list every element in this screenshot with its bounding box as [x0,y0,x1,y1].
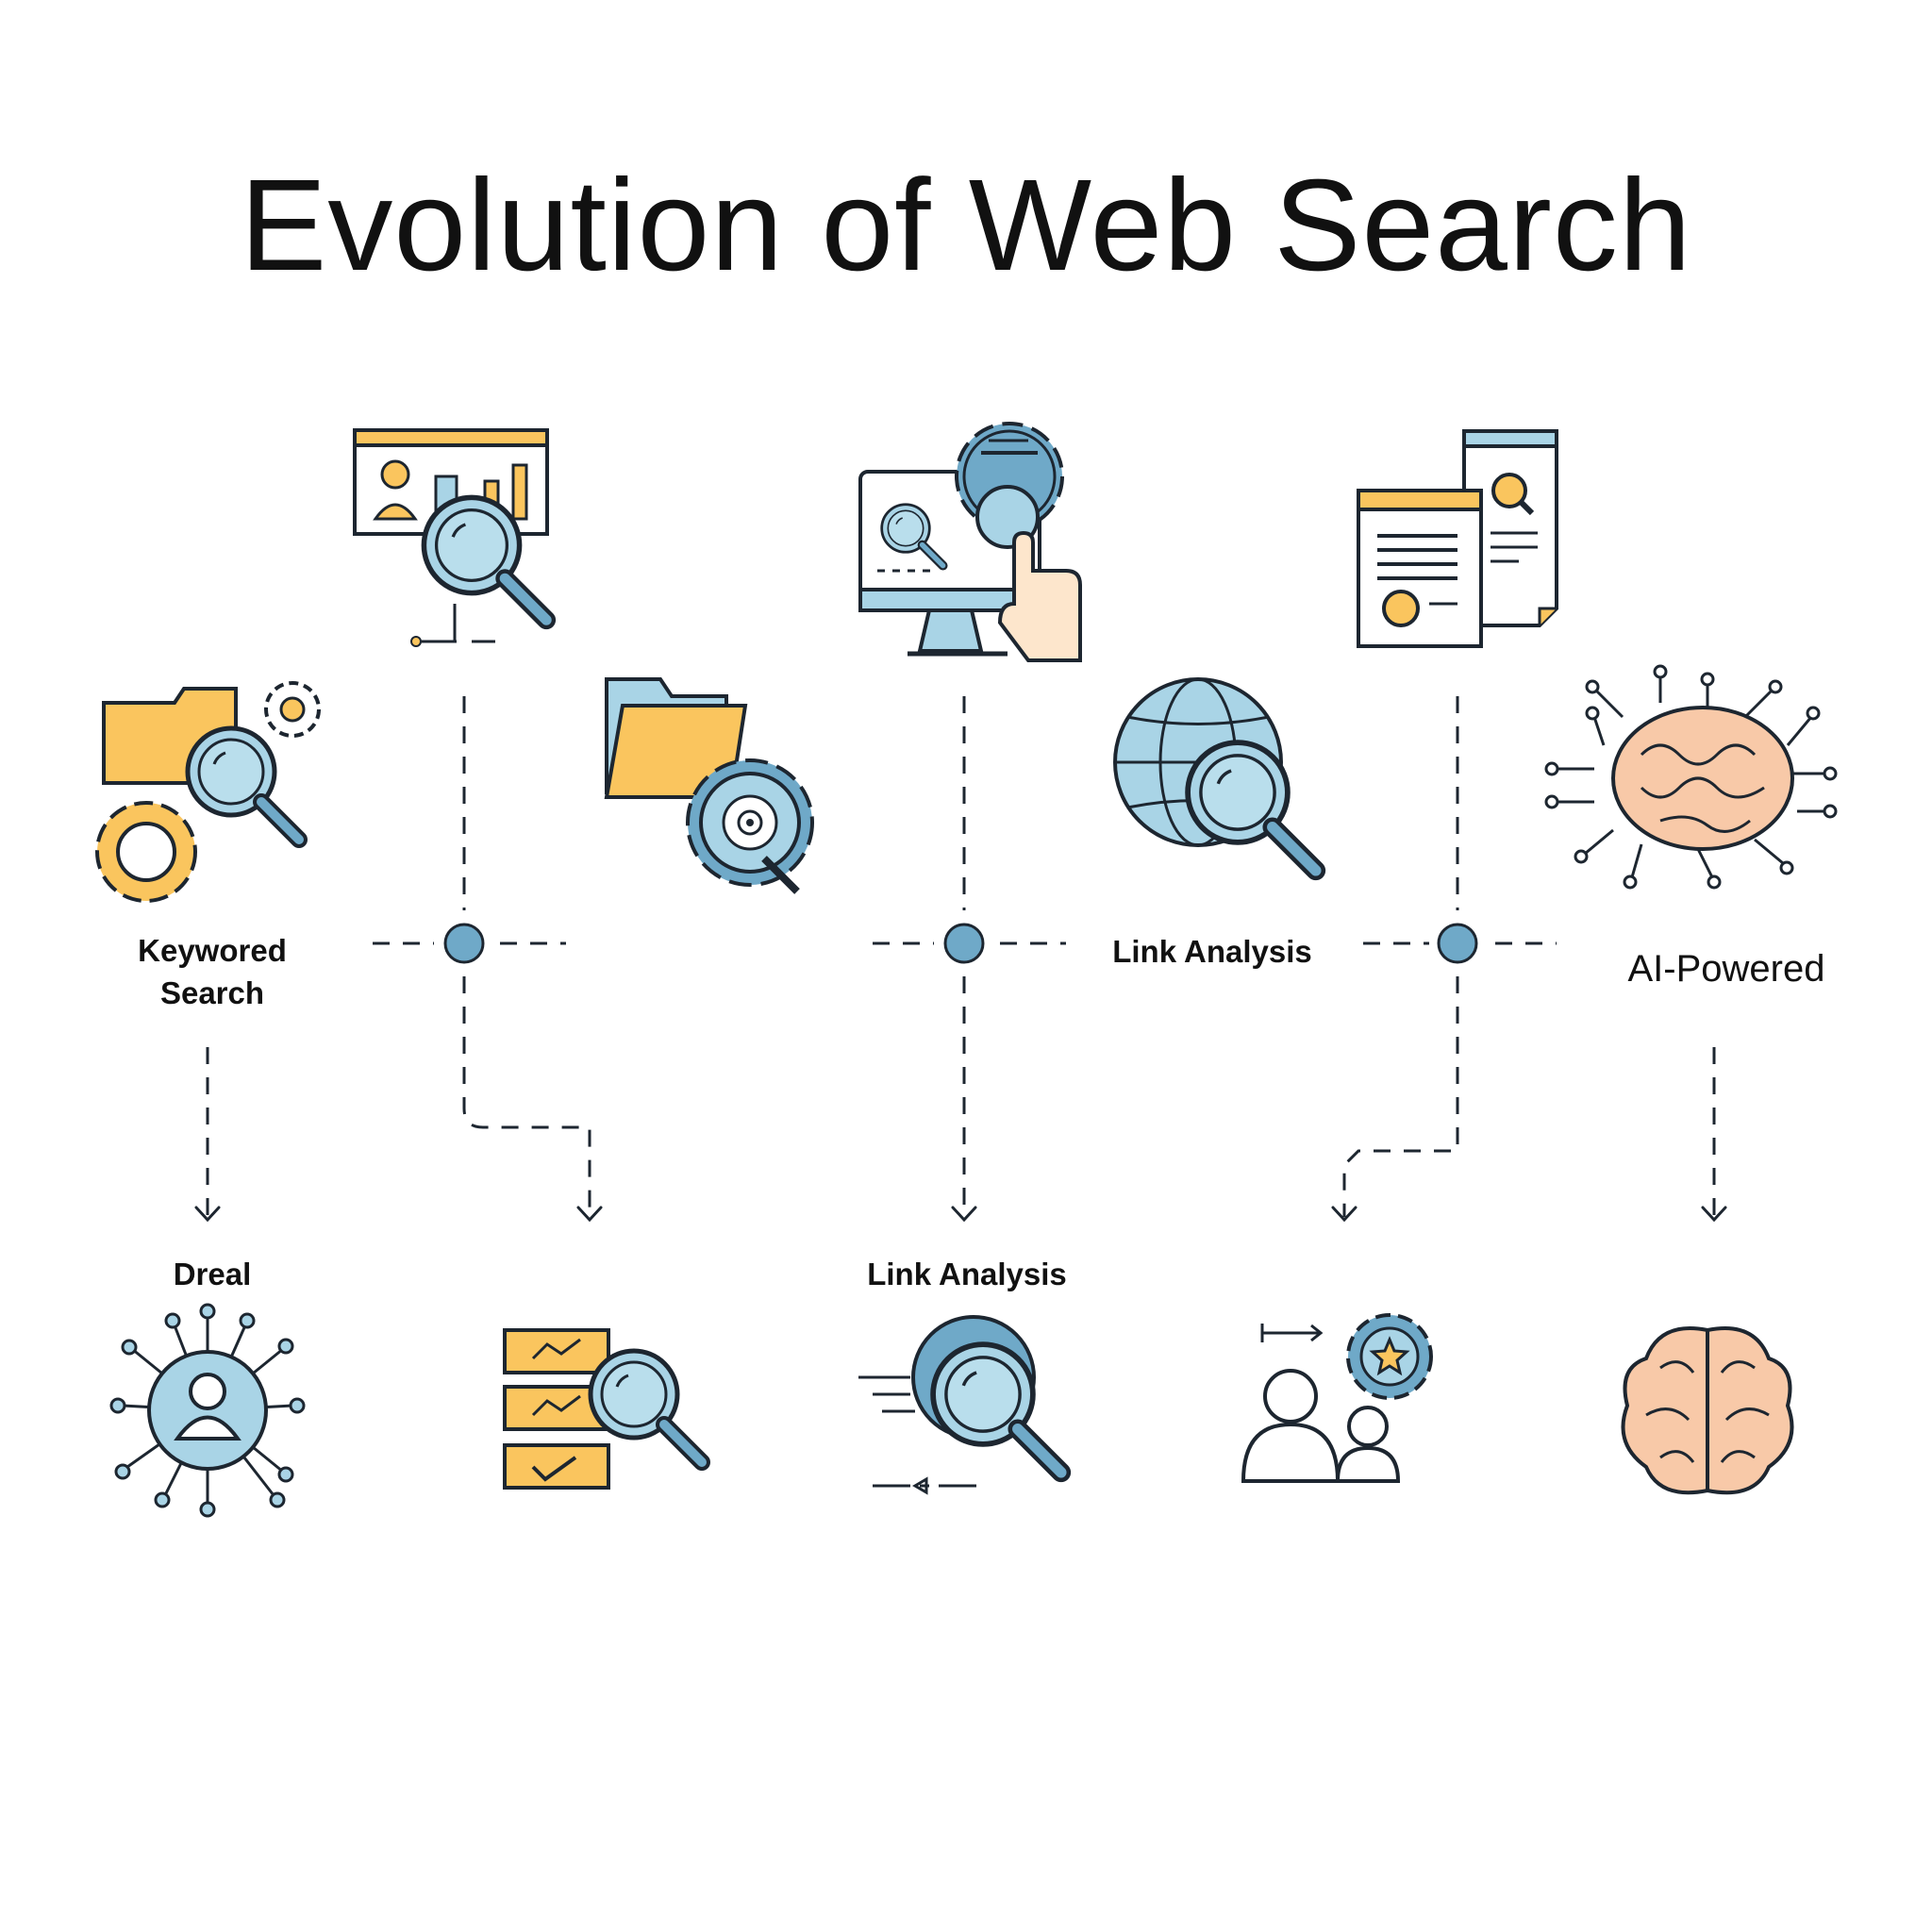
label-dreal: Dreal [173,1257,252,1291]
arrow-down-icon [1331,1206,1357,1223]
people-star-gear-icon [1241,1313,1433,1483]
globe-search-icon [1113,677,1316,871]
timeline-node [943,923,985,964]
folder-gear-search-icon [95,681,321,903]
folder-target-gear-icon [604,677,814,894]
documents-icon [1357,429,1558,648]
fast-search-icon [858,1315,1061,1495]
label-keyword-search: Keywored Search [94,929,330,1014]
brain-icon [1621,1326,1794,1495]
page-title: Evolution of Web Search [240,153,1692,298]
monitor-gear-hand-icon [858,422,1082,662]
arrow-down-icon [194,1206,221,1223]
brain-circuit-icon [1544,664,1838,890]
arrow-heads [194,1206,1727,1223]
network-user-icon [109,1303,306,1518]
label-keyword-line1: Keywored [138,933,287,968]
checklist-search-icon [503,1328,702,1490]
label-link-analysis-bottom: Link Analysis [867,1257,1067,1291]
arrow-down-icon [576,1206,603,1223]
label-keyword-line2: Search [159,975,265,1010]
timeline-connectors [206,696,1716,1217]
dashboard-search-icon [353,428,547,647]
label-ai-powered: AI-Powered [1627,948,1825,990]
arrow-down-icon [1701,1206,1727,1223]
label-link-analysis-top: Link Analysis [1112,934,1312,969]
timeline-node [443,923,485,964]
timeline-node [1437,923,1478,964]
arrow-down-icon [951,1206,977,1223]
